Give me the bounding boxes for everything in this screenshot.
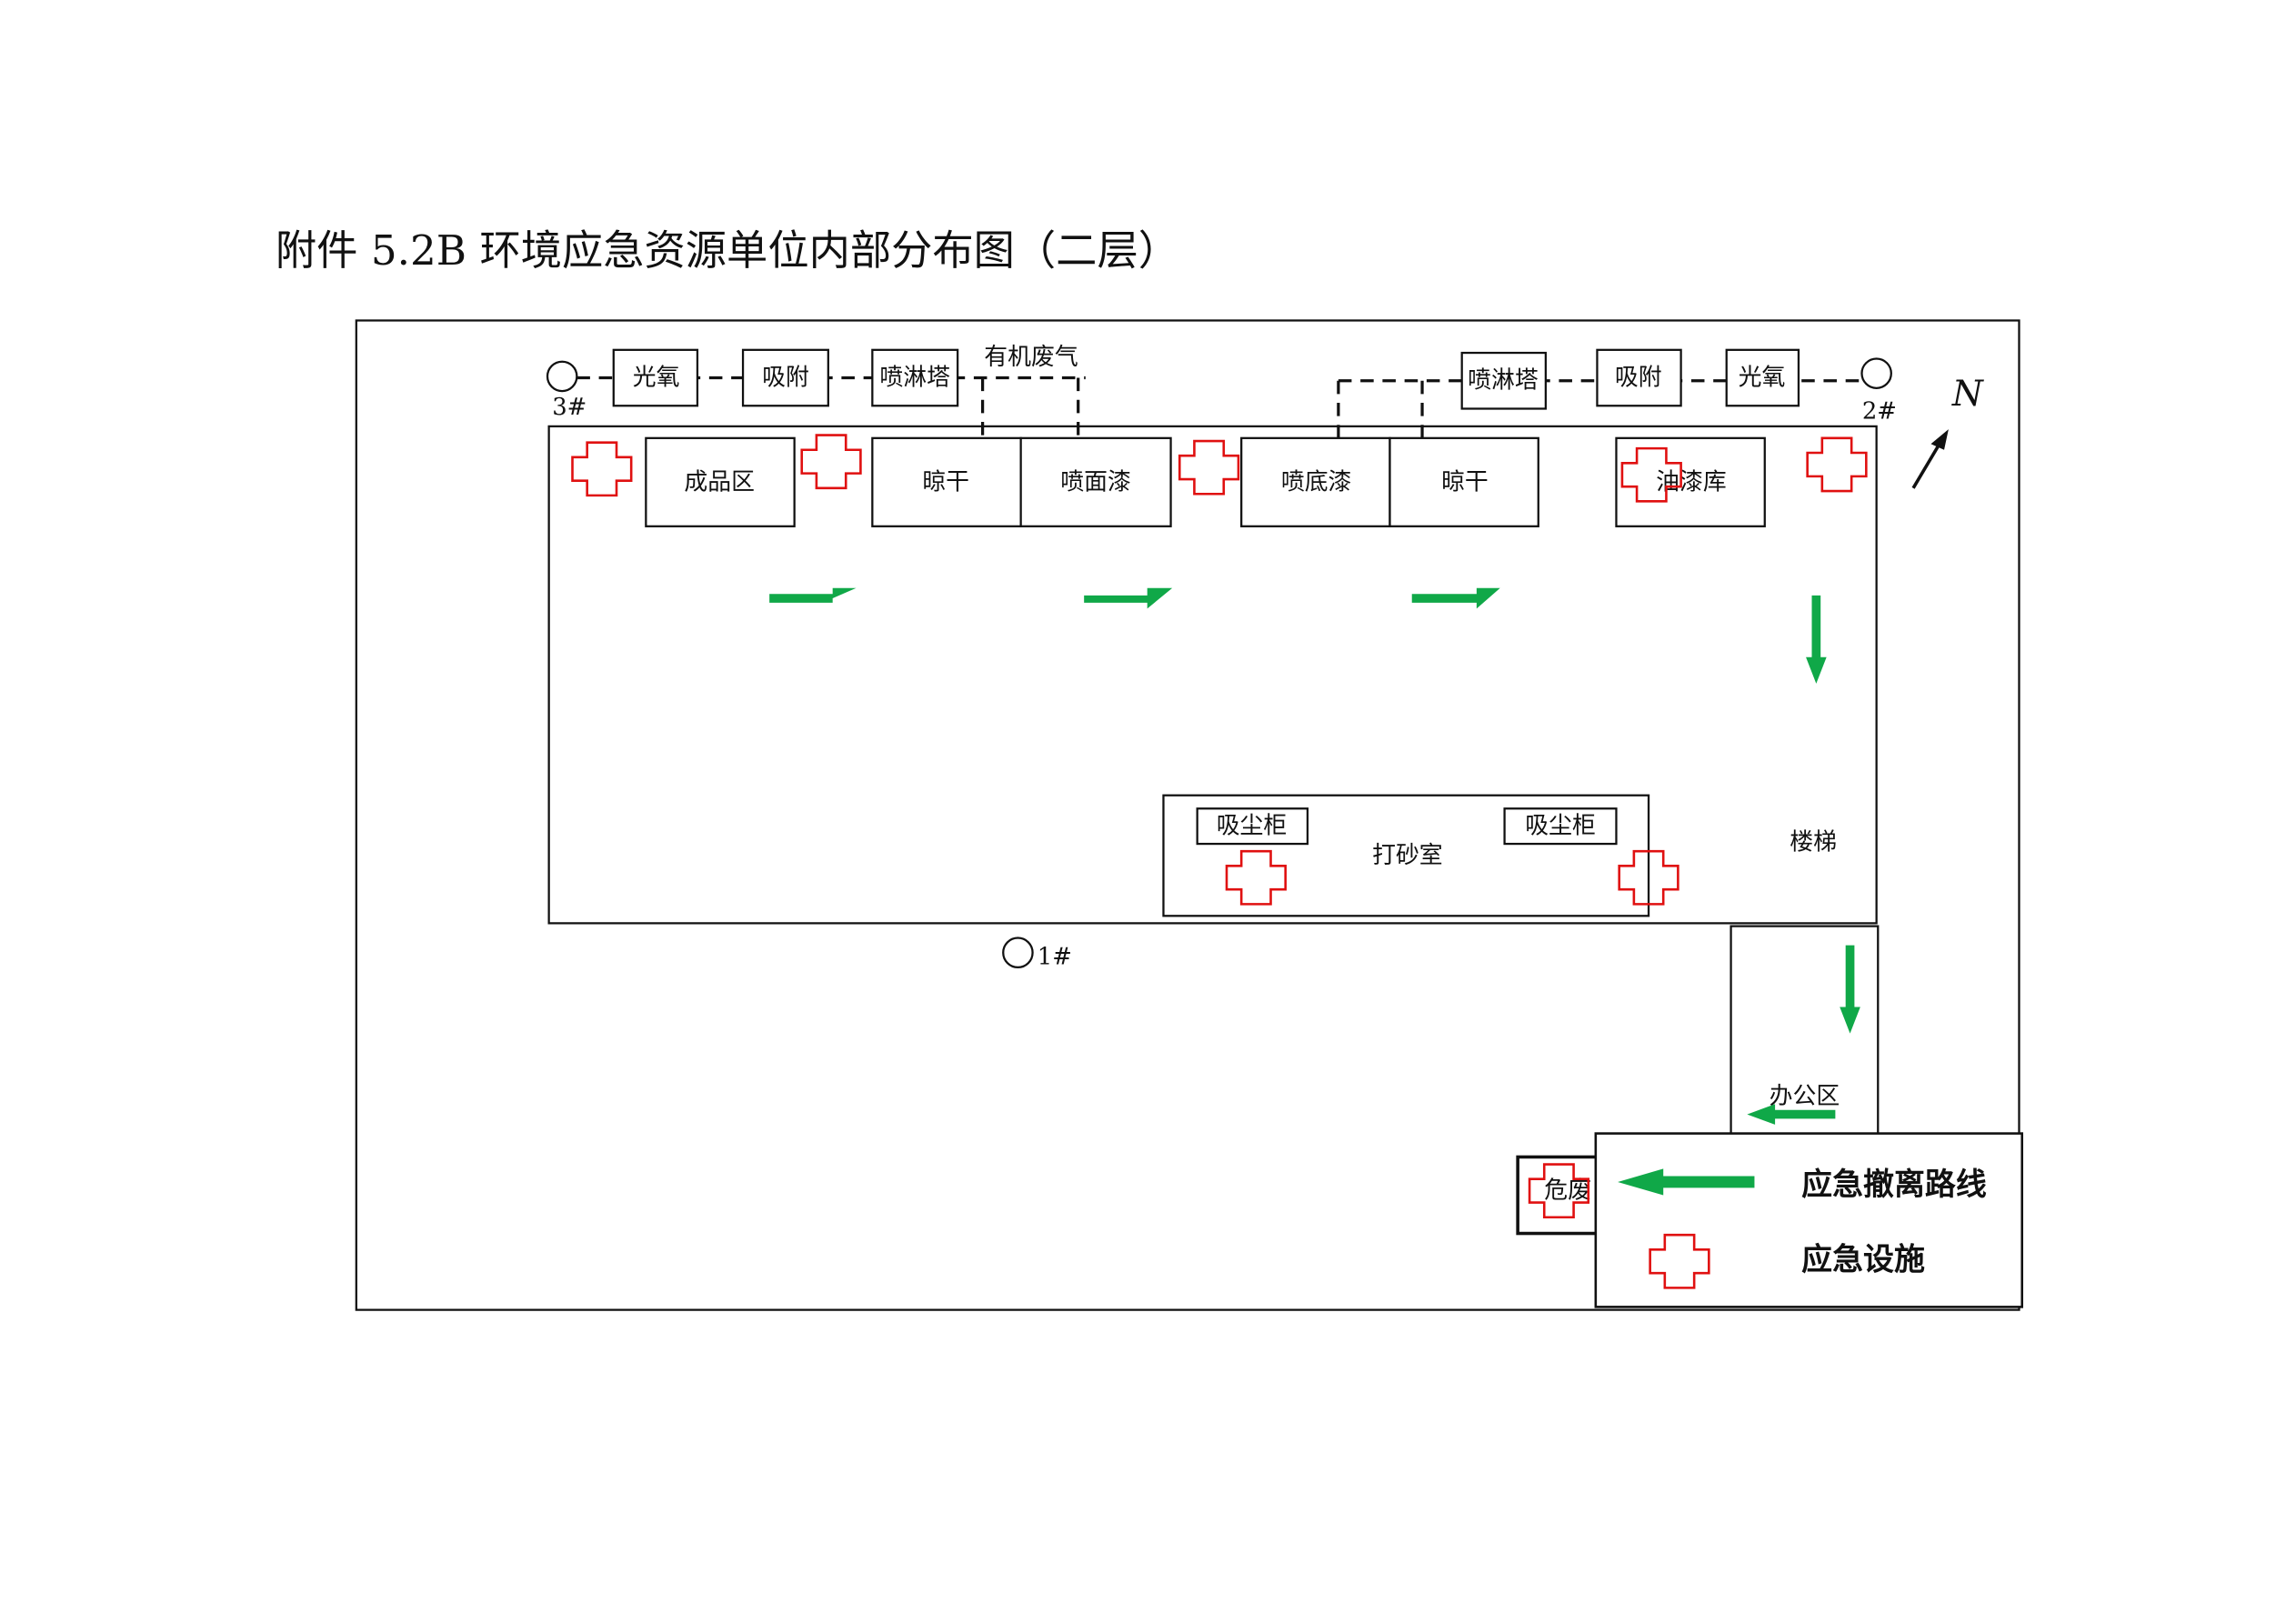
room-label: 打砂室 [1372, 842, 1443, 869]
room-finished-goods [645, 436, 796, 527]
spray-tower-left [871, 348, 959, 407]
room-paint-store [1615, 436, 1766, 527]
room-label: 危废 [1544, 1177, 1591, 1205]
outlet-1-icon [1002, 937, 1034, 969]
emergency-facility-icon [1178, 439, 1240, 496]
photo-oxidation-unit-right [1725, 348, 1800, 407]
organic-exhaust-label: 有机废气 [984, 344, 1078, 371]
legend-evacuation-arrow-icon [1618, 1168, 1755, 1196]
outlet-3-label: 3# [552, 394, 587, 421]
adsorption-unit-left [741, 348, 829, 407]
site-boundary [355, 319, 2020, 1311]
stairs-label: 楼梯 [1790, 828, 1837, 856]
legend-evacuation-label: 应急撤离路线 [1801, 1167, 1987, 1203]
spray-tower-label: 喷淋塔 [1468, 367, 1539, 395]
dust-cabinet-label: 吸尘柜 [1217, 813, 1288, 840]
dust-cabinet-label: 吸尘柜 [1525, 813, 1596, 840]
evacuation-arrow-right-icon [1411, 587, 1500, 609]
outlet-1-label: 1# [1038, 944, 1072, 971]
spray-tower-right [1460, 351, 1547, 410]
room-label: 晾干 [1441, 468, 1489, 496]
room-label: 油漆库 [1656, 468, 1727, 496]
evacuation-arrow-down-icon [1806, 595, 1827, 684]
room-label: 成品区 [684, 468, 755, 496]
dust-cabinet-1 [1196, 807, 1309, 846]
outlet-2-label: 2# [1862, 398, 1897, 426]
dust-cabinet-2 [1503, 807, 1618, 846]
evacuation-arrow-right-icon [1084, 587, 1173, 609]
room-office [1730, 925, 1880, 1163]
room-drying-1 [871, 436, 1022, 527]
room-label: 办公区 [1770, 1083, 1840, 1110]
legend-facility-label: 应急设施 [1801, 1242, 1925, 1278]
page-title: 附件 5.2B 环境应急资源单位内部分布图（二层） [276, 226, 1179, 275]
north-arrow-icon [1911, 429, 1949, 489]
room-topcoat-spray [1019, 436, 1172, 527]
emergency-facility-icon [800, 434, 862, 490]
workshop-area [547, 425, 1878, 925]
evacuation-arrow-down-icon [1840, 945, 1860, 1034]
emergency-facility-icon [571, 441, 633, 497]
emergency-facility-icon [1806, 436, 1868, 493]
outlet-3-icon [546, 360, 578, 393]
outlet-2-icon [1860, 357, 1892, 389]
photo-oxidation-unit-left [612, 348, 699, 407]
evacuation-arrow-right-icon [769, 587, 857, 609]
photo-oxidation-label: 光氧 [633, 365, 680, 392]
north-label: N [1951, 374, 1985, 415]
adsorption-label: 吸附 [1615, 365, 1662, 392]
room-drying-2 [1389, 436, 1539, 527]
room-label: 喷底漆 [1281, 468, 1352, 496]
adsorption-label: 吸附 [762, 365, 809, 392]
evacuation-arrow-left-icon [1747, 1104, 1836, 1125]
spray-tower-label: 喷淋塔 [879, 365, 950, 392]
room-primer-spray [1240, 436, 1391, 527]
adsorption-unit-right [1596, 348, 1682, 407]
legend: 应急撤离路线 应急设施 [1594, 1132, 2024, 1308]
photo-oxidation-label: 光氧 [1739, 365, 1786, 392]
room-label: 晾干 [922, 468, 969, 496]
room-label: 喷面漆 [1060, 468, 1131, 496]
